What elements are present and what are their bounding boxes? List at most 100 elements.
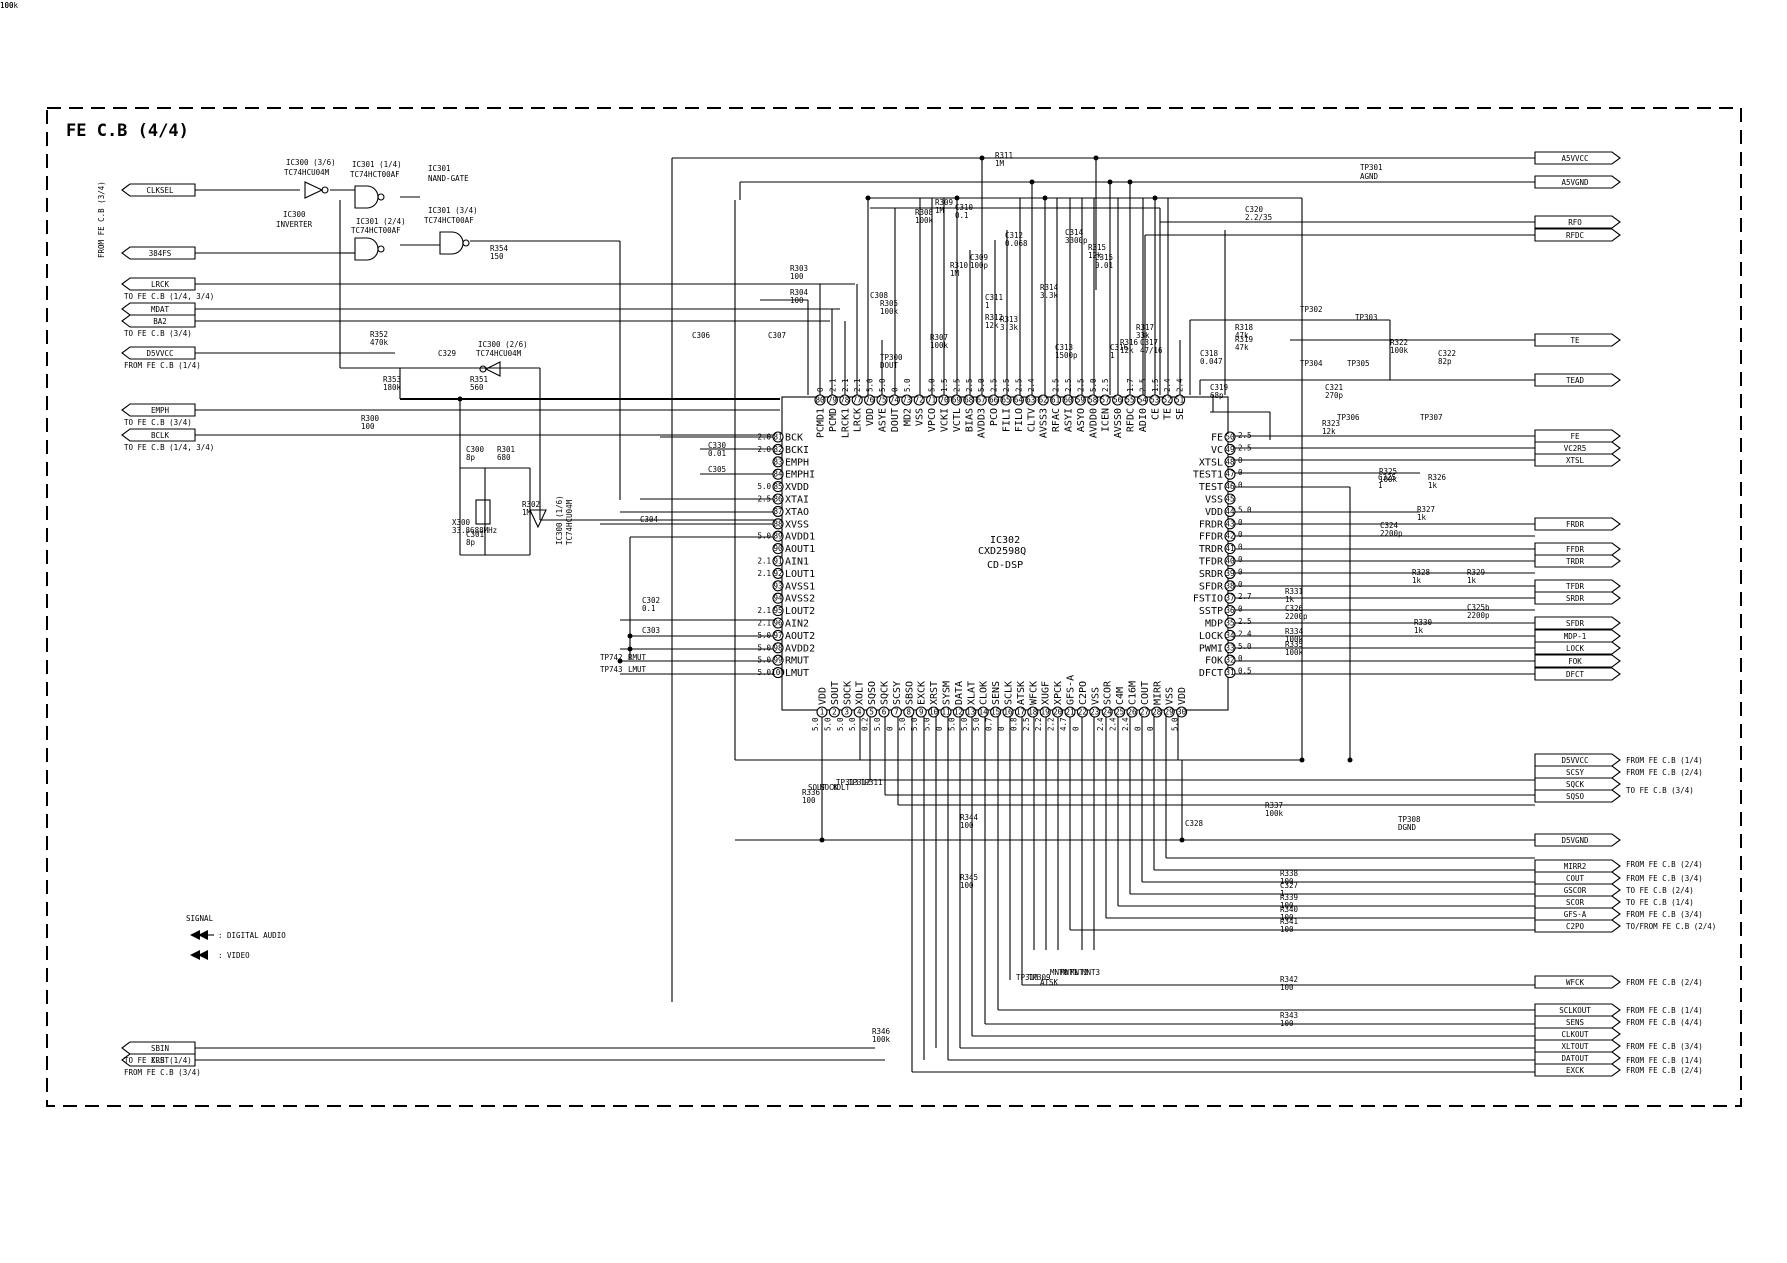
connector-tag [121,183,196,197]
pin-number: 67 [977,396,986,405]
pin-voltage: 5.0 [1171,717,1180,731]
testpoint: TP302 [1300,305,1323,314]
ic-pin [963,394,975,406]
connector-tag [121,1041,196,1055]
ic-pin [876,394,888,406]
component-ref: C306 [692,331,711,340]
component-value: 1M [950,269,960,278]
pin-name: CE [1150,408,1161,420]
pin-number: 38 [1225,581,1235,590]
pin-number: 23 [1090,708,1099,717]
ic300-inv-label: IC300 [283,210,306,219]
testpoint: MNT0 [1050,968,1069,977]
ic-pin [1224,493,1236,505]
pin-name: TRDR [1199,544,1224,555]
ic-function: CD-DSP [987,560,1023,571]
ic-pin [1224,617,1236,629]
pin-number: 27 [1140,708,1149,717]
ic-pin [1163,706,1175,718]
pin-number: 55 [1125,396,1134,405]
component-ref: R344 [960,813,979,822]
pin-name: MDP [1205,619,1223,630]
testpoint: MNT2 [1070,968,1088,977]
ic-pin [772,567,784,579]
pin-name: LRCK1 [840,408,851,438]
component-ref: R353 [383,375,401,384]
ic-pin [1151,706,1163,718]
component-ref: C312 [1005,231,1023,240]
component-value: 100k [1379,475,1398,484]
component-value: 150 [490,252,504,261]
component-ref: R313 [1000,315,1018,324]
component-ref: R352 [370,330,388,339]
pin-name: EMPH [785,457,809,468]
ic-pin [1224,468,1236,480]
component-ref: R314 [1040,283,1059,292]
ic301-2-part: TC74HCT00AF [351,226,401,235]
connector-tag [1534,591,1621,605]
component-value: 560 [470,383,484,392]
connector-tag [1534,151,1621,165]
pin-number: 13 [966,708,975,717]
pin-voltage: 2.5 [1238,431,1252,440]
connector-tag [1534,1039,1621,1053]
logic-labels: IC300 (3/6) TC74HCU04M IC301 (1/4) TC74H… [276,158,574,545]
pin-name: AIN2 [785,619,809,630]
ic-pin [926,394,938,406]
component-value: 0.047 [1200,357,1223,366]
right-note: FROM FE C.B (2/4) [1626,978,1703,987]
component-ref: C304 [640,515,659,524]
pin-voltage: 5.0 [898,717,907,731]
ic301-1-part: TC74HCT00AF [350,170,400,179]
pin-number: 50 [1225,433,1235,442]
pin-name: C16M [1128,681,1139,705]
component-value: 1 [1378,481,1383,490]
pin-voltage: 5.0 [878,378,887,392]
component-value: 82p [1438,357,1452,366]
connector-tag [1534,616,1621,630]
ic-pin [1062,394,1074,406]
ic-pin [1138,706,1150,718]
pin-voltage: 5.0 [757,532,771,541]
component-ref: C314 [1065,228,1084,237]
component-value: 2200p [1380,529,1403,538]
connector-tag [1534,654,1621,668]
pin-name: BIAS [964,408,975,432]
ic-pin [1224,654,1236,666]
pin-name: FILI [1002,408,1013,432]
pin-name: MIRR [1152,680,1163,705]
connector-tag [1534,1051,1621,1065]
pin-voltage: 5.0 [1238,642,1252,651]
component-ref: R339 [1280,893,1298,902]
pin-number: 98 [773,643,783,652]
pin-name: SCOR [1103,680,1114,705]
component-ref: C313 [1055,343,1073,352]
connector-tag [1534,871,1621,885]
component-value: 8p [466,538,476,547]
pin-name: AIN1 [785,557,809,568]
pin-name: SE [1175,408,1186,420]
component-value: 270p [1325,391,1344,400]
pin-number: 29 [1165,708,1174,717]
component-value: 1k [1467,576,1477,585]
pin-name: AVSS2 [785,594,815,605]
component-value: 12k [1088,251,1102,260]
right-note: FROM FE C.B (1/4) [1626,756,1703,765]
connector-tag [1534,765,1621,779]
component-ref: R346 [872,1027,891,1036]
component-ref: R334 [1285,627,1304,636]
testpoint: TP301 [1360,163,1383,172]
pin-voltage: 2.5 [1238,617,1252,626]
pin-number: 31 [1225,668,1234,677]
pin-voltage: 0 [1238,481,1243,490]
testpoint-label: RMUT [628,653,647,662]
pin-voltage: 0 [1238,654,1243,663]
ic-pin [772,530,784,542]
pin-name: LMUT [785,668,809,679]
component-ref: R330 [1414,618,1433,627]
pin-name: GFS-A [1066,675,1077,705]
pin-number: 69 [952,396,961,405]
ic301-2-label: IC301 (2/4) [356,217,406,226]
connector-label: D5VVCC [146,349,173,358]
pin-number: 30 [1177,708,1187,717]
